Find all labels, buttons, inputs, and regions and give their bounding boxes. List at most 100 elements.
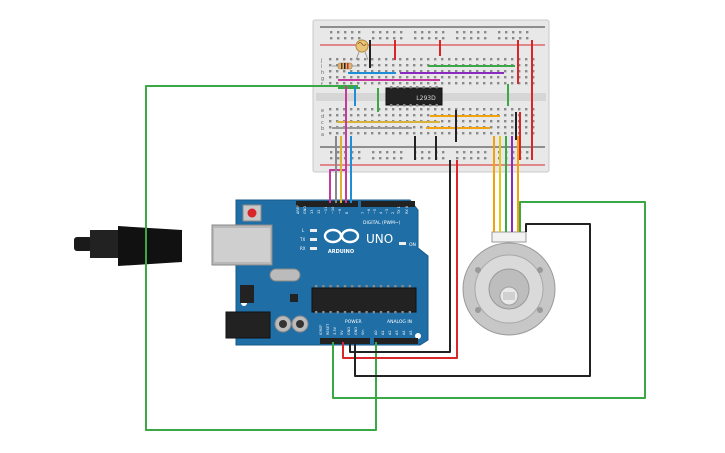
grid-hole: [469, 120, 472, 123]
wire-red-5v[interactable]: [342, 160, 458, 359]
atmega-pin: [315, 285, 318, 288]
rail-hole: [358, 37, 361, 40]
grid-hole: [364, 114, 367, 117]
rail-hole: [442, 37, 445, 40]
wire-black-right-loop[interactable]: [354, 223, 591, 377]
grid-hole: [483, 108, 486, 111]
wire-magenta-pin[interactable]: [329, 86, 347, 203]
usb-cable[interactable]: [74, 226, 182, 266]
atmega-pin: [343, 311, 347, 314]
grid-hole: [434, 58, 437, 61]
grid-hole: [483, 76, 486, 79]
grid-hole: [497, 126, 500, 129]
pin-label-6: ~6: [367, 209, 371, 214]
resistor[interactable]: [332, 62, 360, 70]
grid-hole: [399, 58, 402, 61]
grid-hole: [343, 76, 346, 79]
grid-hole: [448, 70, 451, 73]
grid-hole: [406, 82, 409, 85]
atmega-pin: [365, 285, 368, 288]
grid-hole: [476, 132, 479, 135]
atmega-pin: [401, 311, 404, 314]
rail-hole: [372, 37, 375, 40]
rail-hole: [344, 37, 347, 40]
grid-hole: [497, 82, 500, 85]
grid-hole: [413, 114, 416, 117]
rail-hole: [456, 157, 459, 160]
grid-hole: [406, 132, 409, 135]
rail-hole: [421, 151, 424, 154]
motor-shaft-flat: [503, 292, 515, 300]
motor-screw-1: [475, 267, 481, 273]
atmega-pin: [387, 311, 390, 314]
grid-hole: [420, 114, 423, 117]
photoresistor-body: [355, 39, 369, 53]
grid-hole: [497, 120, 500, 123]
digital-header-left: [296, 201, 358, 207]
atmega-pin: [379, 285, 383, 288]
rail-hole: [463, 157, 466, 160]
photoresistor[interactable]: [355, 39, 369, 61]
wire-green-right-loop[interactable]: [332, 201, 646, 399]
wire-black-gnd[interactable]: [349, 160, 451, 353]
row-letter-b: b: [321, 126, 324, 132]
grid-hole: [392, 58, 395, 61]
grid-hole: [329, 132, 332, 135]
rail-hole: [484, 151, 487, 154]
grid-hole: [420, 70, 423, 73]
grid-hole: [469, 58, 472, 61]
rail-hole: [330, 151, 333, 154]
grid-hole: [518, 70, 521, 73]
rail-hole: [344, 31, 347, 34]
rail-hole: [463, 151, 466, 154]
rail-hole: [414, 31, 417, 34]
on-led: [399, 242, 406, 245]
grid-hole: [343, 108, 346, 111]
rail-hole: [337, 31, 340, 34]
grid-hole: [532, 70, 535, 73]
usb-cable-strain-relief: [74, 237, 92, 251]
grid-hole: [525, 126, 528, 129]
arduino-uno[interactable]: ARDUINO UNO DIGITAL (PWM~) POWER ANALOG …: [211, 199, 429, 346]
grid-hole: [329, 70, 332, 73]
atmega-pin: [387, 285, 390, 288]
grid-hole: [392, 108, 395, 111]
grid-hole: [392, 76, 395, 79]
pin-label-a5: A5: [409, 330, 413, 335]
rail-hole: [477, 31, 480, 34]
grid-hole: [497, 58, 500, 61]
grid-hole: [427, 76, 430, 79]
rail-hole: [498, 37, 501, 40]
chip-pin: [403, 104, 406, 107]
rail-hole: [477, 37, 480, 40]
on-label: ON: [409, 242, 416, 248]
chip-pin: [390, 86, 393, 89]
grid-hole: [427, 58, 430, 61]
grid-hole: [448, 132, 451, 135]
grid-hole: [392, 82, 395, 85]
wire-green-left-loop[interactable]: [145, 85, 377, 431]
grid-hole: [371, 82, 374, 85]
grid-hole: [518, 64, 521, 67]
grid-hole: [518, 58, 521, 61]
grid-hole: [378, 64, 381, 67]
rail-hole: [400, 31, 403, 34]
atmega-pin: [358, 285, 361, 288]
pin-label-2: 2: [391, 212, 395, 214]
chip-pins: [390, 86, 438, 107]
grid-hole: [336, 70, 339, 73]
photoresistor-pattern: [357, 42, 367, 46]
atmega-pin: [329, 311, 332, 314]
stepper-motor[interactable]: [462, 231, 556, 336]
tx-led: [310, 238, 317, 241]
rail-hole: [400, 37, 403, 40]
grid-hole: [504, 108, 507, 111]
pin-label-5v: 5V: [340, 330, 344, 335]
grid-hole: [371, 108, 374, 111]
grid-hole: [455, 70, 458, 73]
grid-hole: [329, 76, 332, 79]
row-letter-j: j: [320, 58, 322, 64]
l293d-chip[interactable]: L293D: [385, 86, 443, 107]
grid-hole: [483, 82, 486, 85]
